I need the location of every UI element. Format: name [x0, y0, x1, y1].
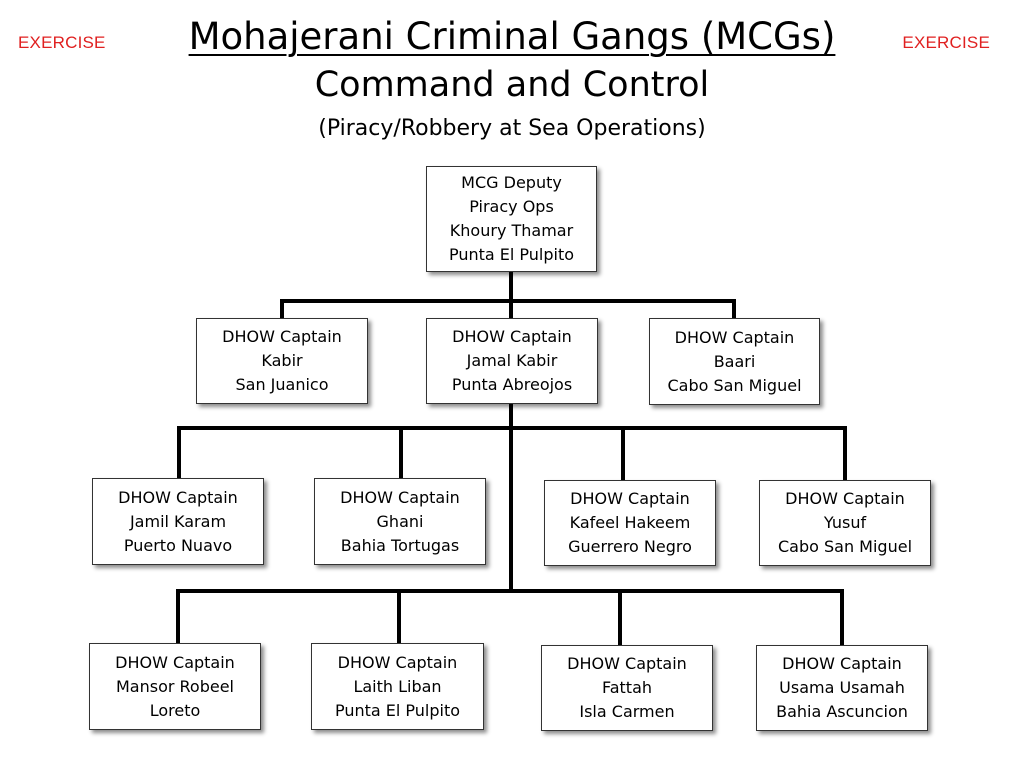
node-name: Baari	[713, 351, 756, 371]
org-node-captain-jamil-karam: DHOW Captain Jamil Karam Puerto Nuavo	[92, 478, 264, 565]
node-name: Khoury Thamar	[449, 221, 574, 240]
node-location: Cabo San Miguel	[777, 537, 913, 556]
node-name: Mansor Robeel	[115, 676, 234, 696]
node-location: Bahia Ascuncion	[776, 702, 908, 721]
node-name: Jamil Karam	[129, 511, 227, 531]
org-node-captain-jamal-kabir: DHOW Captain Jamal Kabir Punta Abreojos	[426, 318, 598, 404]
node-location: San Juanico	[235, 375, 329, 394]
node-role: DHOW Captain	[674, 327, 795, 347]
node-role: DHOW Captain	[570, 489, 690, 508]
node-name: Jamal Kabir	[466, 351, 558, 370]
node-location: Loreto	[149, 700, 201, 720]
node-name: Kabir	[261, 351, 303, 370]
node-role: DHOW Captain	[340, 487, 460, 507]
node-location: Bahia Tortugas	[340, 535, 460, 555]
node-role: MCG Deputy	[461, 173, 562, 192]
node-location: Punta Abreojos	[451, 375, 573, 394]
node-role: DHOW Captain	[785, 489, 905, 508]
org-node-mcg-deputy: MCG Deputy Piracy Ops Khoury Thamar Punt…	[426, 166, 597, 272]
node-location: Puerto Nuavo	[123, 535, 233, 555]
node-name: Ghani	[376, 511, 424, 531]
org-node-captain-yusuf: DHOW Captain Yusuf Cabo San Miguel	[759, 480, 931, 566]
node-location: Punta El Pulpito	[334, 700, 461, 720]
org-node-captain-fattah: DHOW Captain Fattah Isla Carmen	[541, 645, 713, 731]
node-unit: Piracy Ops	[469, 197, 554, 216]
node-location: Guerrero Negro	[568, 537, 692, 556]
node-location: Isla Carmen	[579, 702, 675, 721]
node-role: DHOW Captain	[567, 654, 687, 673]
org-node-captain-ghani: DHOW Captain Ghani Bahia Tortugas	[314, 478, 486, 565]
node-name: Fattah	[601, 678, 653, 697]
node-location: Cabo San Miguel	[667, 375, 802, 395]
node-location: Punta El Pulpito	[448, 245, 575, 264]
node-role: DHOW Captain	[115, 652, 235, 672]
slide-subtitle: Command and Control	[314, 65, 710, 105]
slide-title: Mohajerani Criminal Gangs (MCGs)	[188, 15, 836, 58]
exercise-marking-right: EXERCISE	[902, 33, 990, 52]
exercise-marking-left: EXERCISE	[18, 33, 106, 52]
org-node-captain-laith-liban: DHOW Captain Laith Liban Punta El Pulpit…	[311, 643, 484, 730]
org-node-captain-kafeel-hakeem: DHOW Captain Kafeel Hakeem Guerrero Negr…	[544, 480, 716, 566]
org-node-captain-kabir: DHOW Captain Kabir San Juanico	[196, 318, 368, 404]
node-role: DHOW Captain	[118, 487, 238, 507]
node-role: DHOW Captain	[782, 654, 902, 673]
org-node-captain-mansor-robeel: DHOW Captain Mansor Robeel Loreto	[89, 643, 261, 730]
org-node-captain-usama-usamah: DHOW Captain Usama Usamah Bahia Ascuncio…	[756, 645, 928, 731]
node-name: Kafeel Hakeem	[569, 513, 691, 532]
node-name: Yusuf	[823, 513, 867, 532]
node-role: DHOW Captain	[452, 327, 572, 346]
slide-note: (Piracy/Robbery at Sea Operations)	[318, 116, 706, 141]
node-role: DHOW Captain	[222, 327, 342, 346]
org-node-captain-baari: DHOW Captain Baari Cabo San Miguel	[649, 318, 820, 405]
node-name: Laith Liban	[353, 676, 442, 696]
node-role: DHOW Captain	[337, 652, 458, 672]
node-name: Usama Usamah	[779, 678, 905, 697]
